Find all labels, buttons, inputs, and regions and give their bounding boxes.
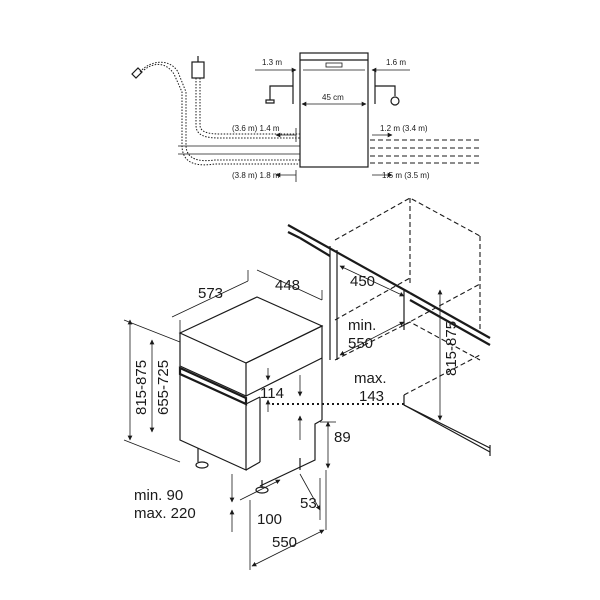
connection-diagram: 1.3 m 1.6 m 45 cm (3.6 m) 1.4 m 1.2 m (3… <box>131 52 482 182</box>
dim-89: 89 <box>334 429 351 446</box>
width-448: 448 <box>275 277 300 294</box>
dim-550-bottom: 550 <box>272 534 297 551</box>
drain-outlet-icon <box>374 70 400 106</box>
floor-lines <box>370 139 482 164</box>
plinth-max-220: max. 220 <box>134 505 196 522</box>
dim-100: 100 <box>257 511 282 528</box>
hose-upper-left-length: (3.6 m) 1.4 m <box>232 124 280 133</box>
hose-lower-right-length: 1.5 m (3.5 m) <box>382 171 430 180</box>
dim-114: 114 <box>260 385 284 402</box>
dishwasher-body <box>178 296 324 494</box>
hose-upper-right-length: 1.2 m (3.4 m) <box>380 124 428 133</box>
dishwasher-front <box>299 52 369 168</box>
inlet-left-length: 1.3 m <box>262 58 282 67</box>
inlet-right-length: 1.6 m <box>386 58 406 67</box>
niche-min-label: min. <box>348 317 376 334</box>
water-inlet-icon <box>265 70 294 104</box>
max-143: 143 <box>359 388 384 405</box>
hose-lower-left-length: (3.8 m) 1.8 m <box>232 171 280 180</box>
max-label: max. <box>354 370 387 387</box>
niche-width-450: 450 <box>350 273 375 290</box>
niche-depth-550: 550 <box>348 335 373 352</box>
dim-53: 53 <box>300 495 317 512</box>
plinth-min-90: min. 90 <box>134 487 183 504</box>
niche-side-panel <box>329 246 491 456</box>
width-45cm: 45 cm <box>322 93 344 102</box>
depth-573: 573 <box>198 285 223 302</box>
niche-height-815-875: 815-875 <box>443 321 460 376</box>
height-655-725: 655-725 <box>155 360 172 415</box>
height-815-875-left: 815-875 <box>133 360 150 415</box>
installation-niche-diagram: 573 448 450 min. 550 815-875 815-875 655… <box>123 197 491 570</box>
worktop <box>287 224 491 346</box>
hoses <box>131 56 300 166</box>
